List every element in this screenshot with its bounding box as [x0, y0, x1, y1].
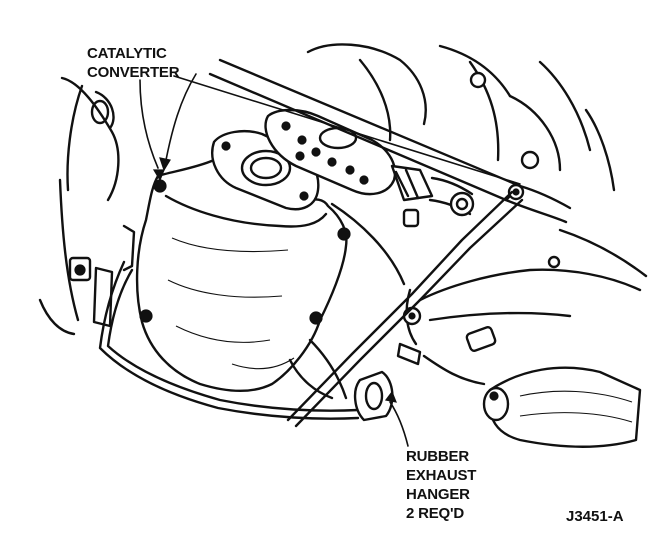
- callout-line: EXHAUST: [406, 467, 477, 484]
- callout-line: CATALYTIC: [87, 45, 167, 62]
- upper-body-structure: [306, 43, 616, 192]
- outlet-flange: [264, 108, 397, 196]
- callout-line: HANGER: [406, 486, 470, 503]
- callout-leaders: [139, 73, 521, 447]
- crossmember: [208, 58, 572, 224]
- callout-line: 2 REQ'D: [406, 505, 465, 522]
- callout-line: RUBBER: [406, 448, 469, 465]
- catalytic-converter-callout: CATALYTIC CONVERTER: [87, 44, 180, 82]
- figure-id: J3451-A: [566, 508, 624, 525]
- tailpipe: [482, 366, 642, 448]
- exhaust-pipe: [390, 164, 475, 228]
- rubber-hanger: [353, 370, 394, 422]
- hanger-rod: [98, 190, 524, 428]
- right-lower-panel: [396, 228, 648, 386]
- callout-line: CONVERTER: [87, 64, 180, 81]
- heat-shield: [288, 202, 406, 400]
- left-bracket: [68, 224, 136, 328]
- left-body-panel: [38, 76, 120, 336]
- rubber-exhaust-hanger-callout: RUBBER EXHAUST HANGER 2 REQ'D: [406, 447, 476, 523]
